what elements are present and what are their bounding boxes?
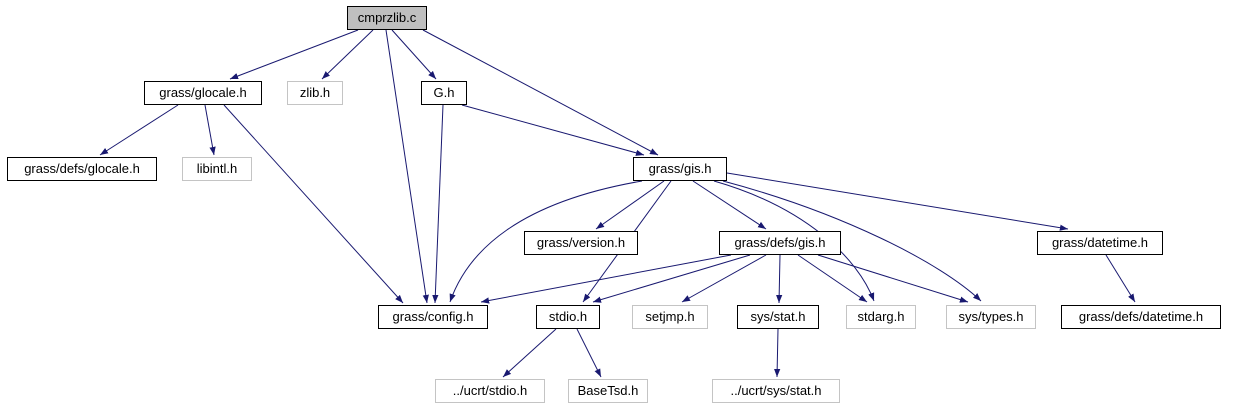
edge-sysstat-to-ucrt-sysstat <box>774 328 781 378</box>
edge-gis-to-datetime <box>726 172 1069 231</box>
edge-stdio-to-basetsd <box>576 328 602 378</box>
graph-node-grass-glocale-h[interactable]: grass/glocale.h <box>144 81 262 105</box>
graph-node-libintl-h: libintl.h <box>182 157 252 181</box>
graph-node-grass-version-h[interactable]: grass/version.h <box>524 231 638 255</box>
graph-node-grass-datetime-h[interactable]: grass/datetime.h <box>1037 231 1163 255</box>
edge-gis-to-version <box>595 180 665 230</box>
graph-node-grass-gis-h[interactable]: grass/gis.h <box>633 157 727 181</box>
edge-cmprzlib-to-glocale <box>229 29 359 80</box>
graph-node-sys-types-h: sys/types.h <box>946 305 1036 329</box>
edge-defs-gis-to-stdarg <box>797 254 868 303</box>
edge-glocale-to-libintl <box>204 104 216 156</box>
edge-defs-gis-to-sysstat <box>776 254 783 304</box>
edge-stdio-to-ucrt-stdio <box>502 328 557 378</box>
graph-node-ucrt-sys-stat-h: ../ucrt/sys/stat.h <box>712 379 840 403</box>
graph-node-stdio-h[interactable]: stdio.h <box>536 305 600 329</box>
edge-defs-gis-to-config <box>480 254 732 304</box>
graph-node-sys-stat-h[interactable]: sys/stat.h <box>737 305 819 329</box>
edge-datetime-to-defs-datetime <box>1105 254 1136 303</box>
edge-gis-to-defs-gis <box>692 180 767 230</box>
edge-cmprzlib-to-zlib <box>321 29 374 80</box>
graph-node-zlib-h: zlib.h <box>287 81 343 105</box>
edge-defs-gis-to-setjmp <box>681 254 767 303</box>
edge-cmprzlib-to-config <box>385 29 429 304</box>
graph-node-g-h[interactable]: G.h <box>421 81 467 105</box>
graph-node-grass-defs-glocale-h[interactable]: grass/defs/glocale.h <box>7 157 157 181</box>
graph-node-grass-config-h[interactable]: grass/config.h <box>378 305 488 329</box>
edge-glocale-to-defs-glocale <box>99 104 179 156</box>
edge-defs-gis-to-systypes <box>817 254 969 303</box>
edge-gh-to-config <box>432 104 444 304</box>
graph-node-ucrt-stdio-h: ../ucrt/stdio.h <box>435 379 545 403</box>
graph-node-grass-defs-gis-h[interactable]: grass/defs/gis.h <box>719 231 841 255</box>
graph-node-grass-defs-datetime-h[interactable]: grass/defs/datetime.h <box>1061 305 1221 329</box>
graph-node-cmprzlib-c: cmprzlib.c <box>347 6 427 30</box>
edge-glocale-to-config <box>223 104 404 304</box>
edge-defs-gis-to-stdio <box>592 254 751 303</box>
graph-node-setjmp-h: setjmp.h <box>632 305 708 329</box>
graph-node-basetsd-h: BaseTsd.h <box>568 379 648 403</box>
edge-cmprzlib-to-gh <box>391 29 437 80</box>
edge-gh-to-gis <box>461 104 645 156</box>
graph-node-stdarg-h: stdarg.h <box>846 305 916 329</box>
